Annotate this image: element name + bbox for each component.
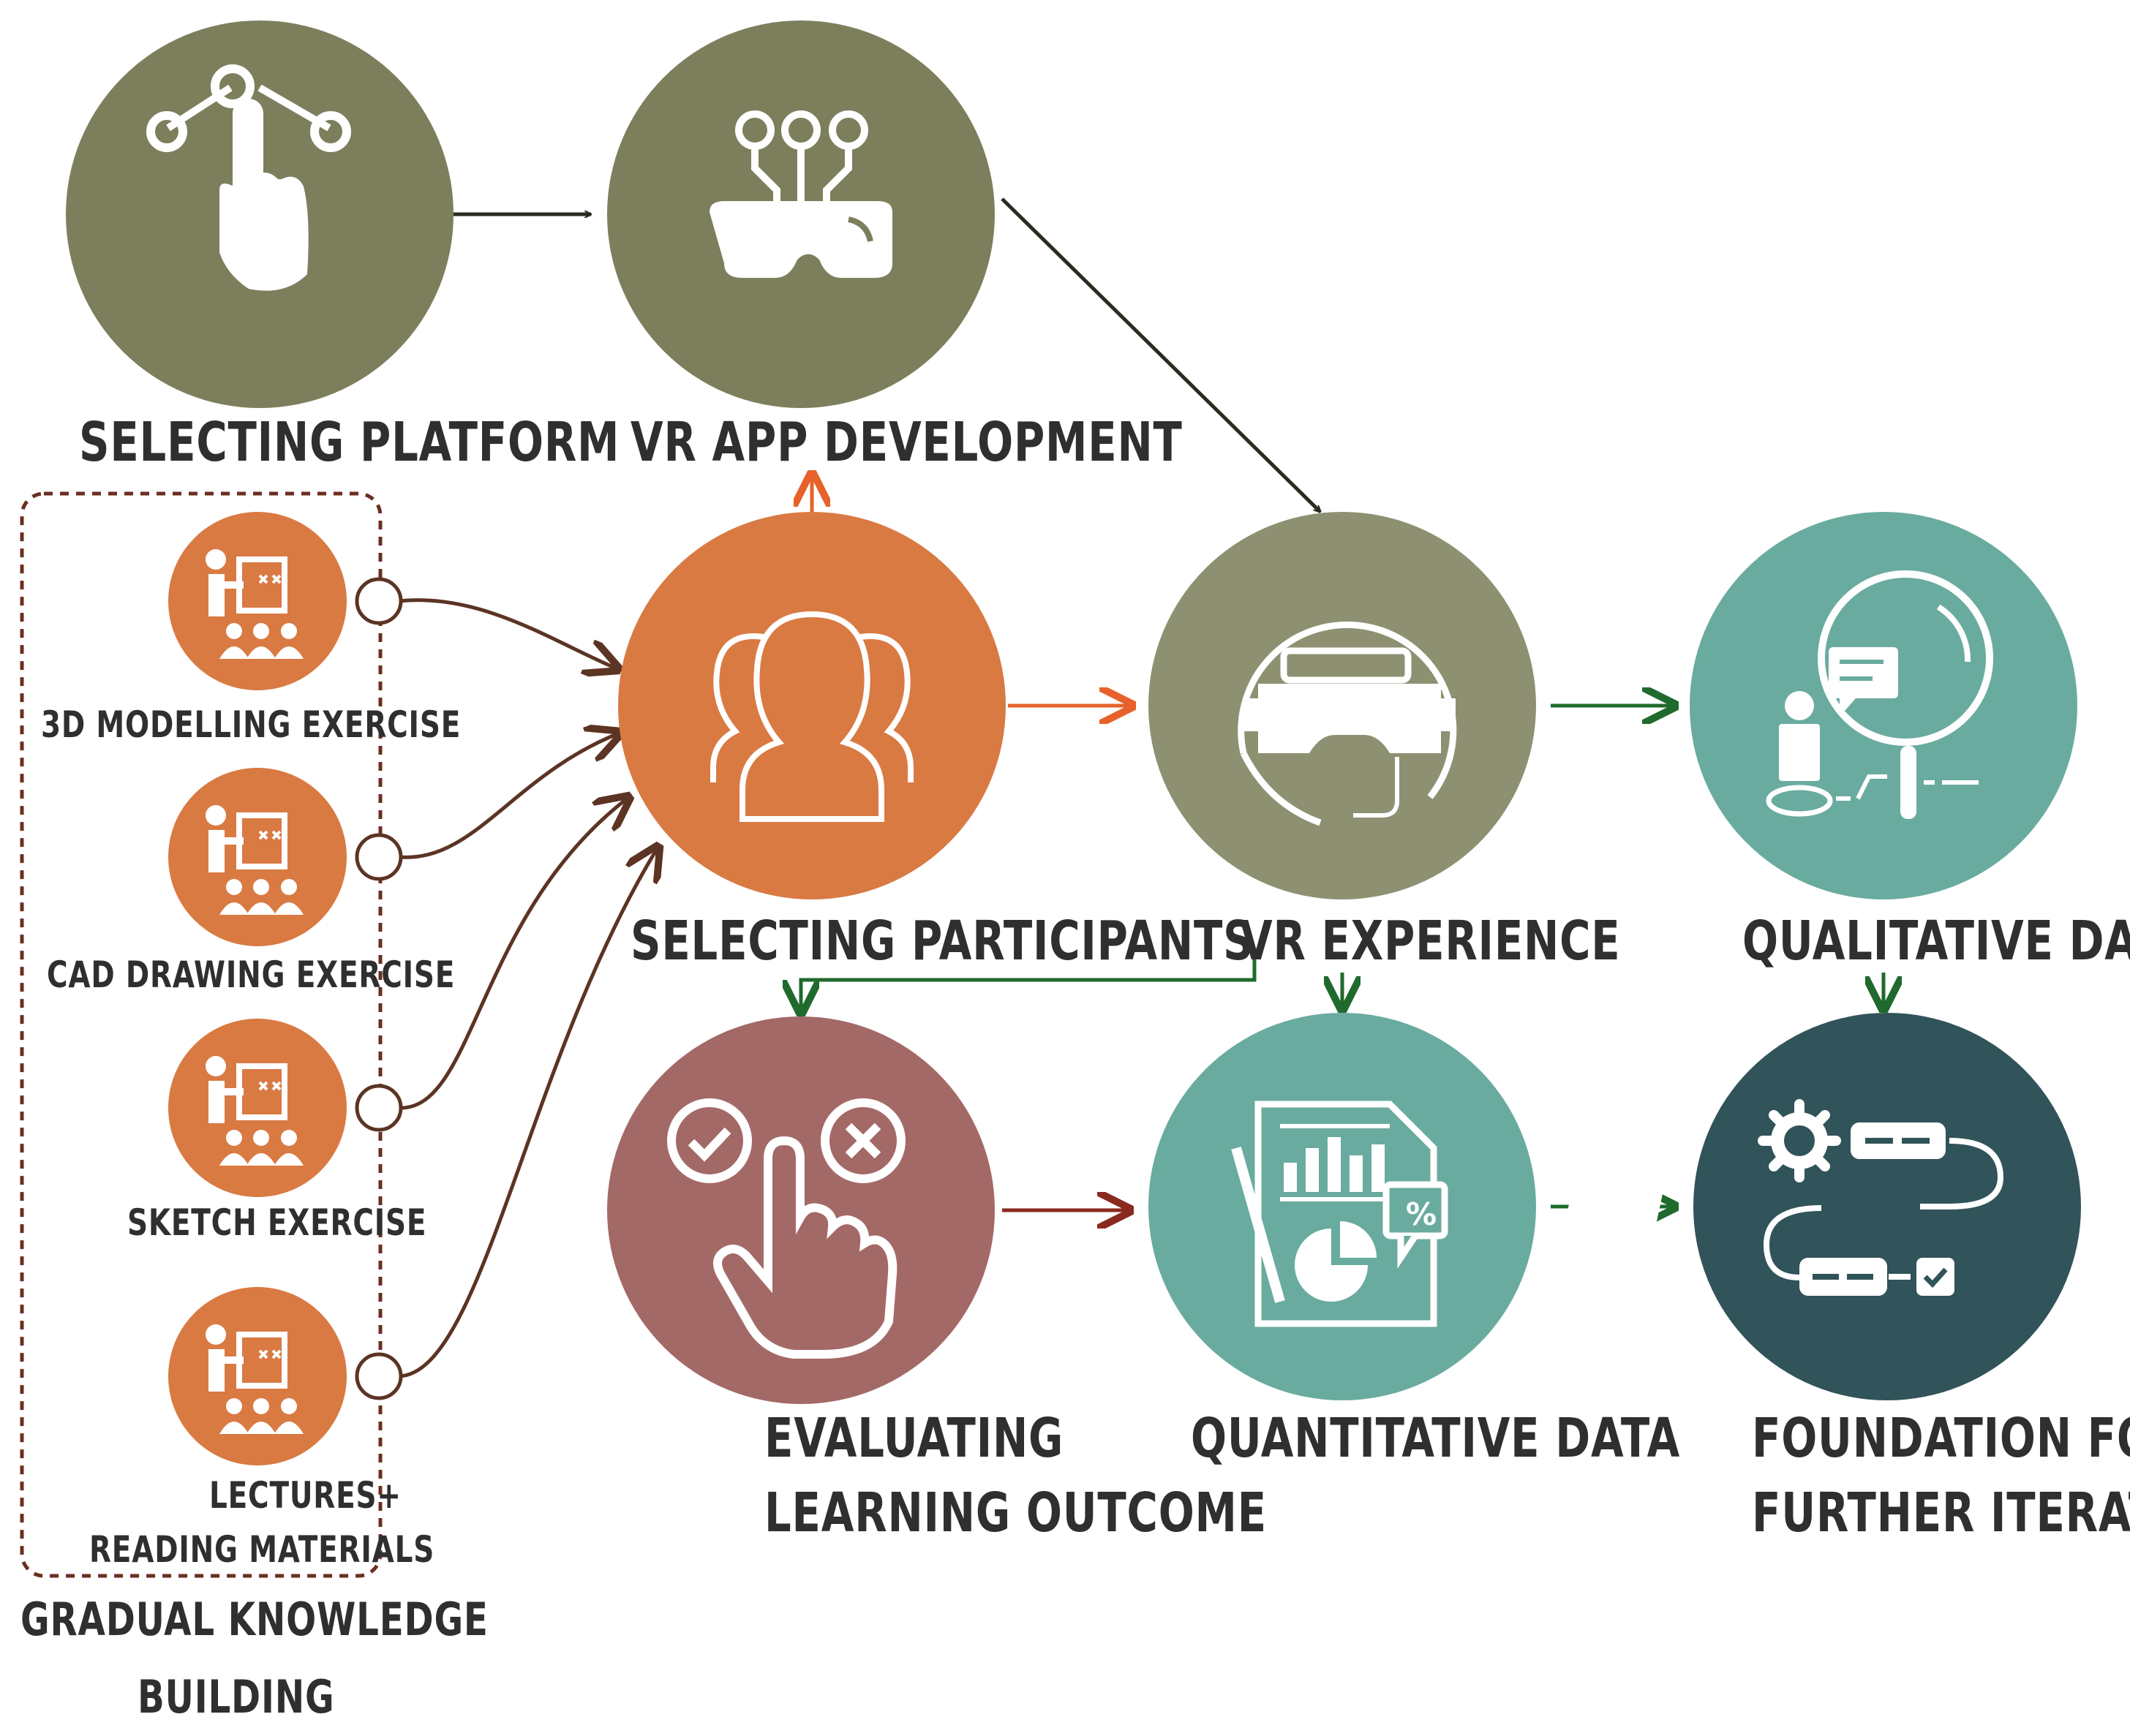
knowledge-item-circle <box>168 512 347 690</box>
vr-experience-label: VR EXPERIENCE <box>1240 910 1621 973</box>
vr-experience-node <box>1148 512 1536 899</box>
arrow-lectures-to-participants <box>398 847 658 1378</box>
group-connector-dots <box>355 577 403 1400</box>
quantitative-data-node: % <box>1148 1013 1536 1400</box>
check-cross-hand-icon <box>667 1098 906 1359</box>
foundation-node <box>1563 1013 2081 1400</box>
knowledge-item-label-sketch: SKETCH EXERCISE <box>127 1201 427 1244</box>
knowledge-item-label-lectures-line1: LECTURES+ <box>209 1474 402 1517</box>
knowledge-group-frame <box>20 491 383 1578</box>
svg-text:%: % <box>1406 1196 1437 1232</box>
hand-pointer-network-icon <box>146 64 351 291</box>
quantitative-data-label: QUANTITATIVE DATA <box>1191 1407 1681 1470</box>
group-people-icon <box>710 611 914 822</box>
knowledge-item-label-lectures-line2: READING MATERIALS <box>89 1528 435 1571</box>
knowledge-group-title-line2: BUILDING <box>138 1670 335 1724</box>
foundation-label-line2: FURTHER ITERATION <box>1752 1482 2130 1544</box>
workflow-gear-icon <box>1563 1099 2004 1296</box>
selecting-participants-label: SELECTING PARTICIPANTS <box>631 910 1254 973</box>
knowledge-item-circle <box>168 1019 347 1197</box>
knowledge-item-circle <box>168 1287 347 1465</box>
qualitative-data-label: QUALITATIVE DATA <box>1742 910 2130 973</box>
report-chart-icon: % <box>1231 1101 1448 1327</box>
knowledge-item-lectures <box>168 1287 347 1465</box>
qualitative-data-circle <box>1690 512 2077 899</box>
knowledge-item-label-3d-modelling: 3D MODELLING EXERCISE <box>41 703 462 746</box>
selecting-platform-node <box>66 20 454 408</box>
knowledge-group-title-line1: GRADUAL KNOWLEDGE <box>20 1593 489 1646</box>
arrow-app-to-experience <box>1001 197 1320 512</box>
arrow-cad-to-participants <box>398 733 620 859</box>
vr-headset-circuit-icon <box>710 110 892 278</box>
vr-headset-cable-icon <box>1238 621 1457 826</box>
selecting-participants-node <box>618 512 1006 899</box>
evaluating-label-line1: EVALUATING <box>764 1407 1064 1470</box>
knowledge-item-3d-modelling <box>168 512 347 690</box>
selecting-platform-label: SELECTING PLATFORM <box>79 411 620 474</box>
magnifier-interview-icon <box>1766 570 1993 819</box>
vr-app-development-node <box>607 20 995 408</box>
knowledge-item-sketch <box>168 1019 347 1197</box>
arrow-3d-modelling-to-participants <box>398 598 618 669</box>
foundation-label-line1: FOUNDATION FOR <box>1752 1407 2130 1470</box>
arrow-sketch-to-participants <box>398 797 629 1110</box>
knowledge-item-circle <box>168 768 347 946</box>
evaluating-label-line2: LEARNING OUTCOME <box>764 1482 1267 1544</box>
knowledge-item-label-cad-drawing: CAD DRAWING EXERCISE <box>47 954 456 996</box>
vr-app-development-label: VR APP DEVELOPMENT <box>631 411 1183 474</box>
evaluating-learning-outcome-node <box>607 1016 995 1404</box>
qualitative-data-node <box>1690 512 2077 899</box>
knowledge-item-cad-drawing <box>168 768 347 946</box>
arrow-experience-to-evaluating <box>801 951 1257 1013</box>
